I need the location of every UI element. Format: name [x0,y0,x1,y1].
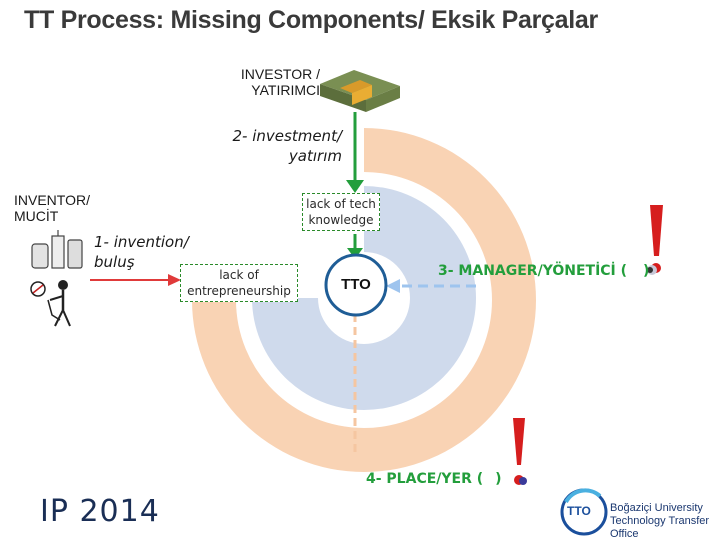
lack-tech-box: lack of tech knowledge [302,193,380,231]
tto-label: TTO [341,276,371,293]
ip-2014-label: IP 2014 [40,494,160,529]
investment-label-line2: yatırım [288,147,342,165]
manager-label-text: 3- MANAGER/YÖNETİCİ ( [438,263,628,279]
tto-circle [324,253,388,317]
investor-label-line2: YATIRIMCI [251,82,320,98]
tto-logo-icon [560,488,608,536]
inventor-label-line2: MUCİT [14,208,59,224]
page-title: TT Process: Missing Components/ Eksik Pa… [24,6,598,34]
investment-label: 2- investment/ yatırım [196,126,342,166]
investment-label-line1: 2- investment/ [232,127,342,145]
place-label-close: ) [495,471,502,487]
invention-label: 1- invention/ buluş [94,232,189,272]
invention-label-line1: 1- invention/ [94,233,189,251]
manager-arrow-head [386,279,400,293]
logo-text: Boğaziçi University Technology Transfer … [610,502,720,541]
lab-equipment-icon [31,230,83,269]
inventor-label-line1: INVENTOR/ [14,192,90,208]
inventor-figure-icon [30,280,71,327]
lack-entrepreneurship-line2: entrepreneurship [187,284,291,298]
manager-person-icon [647,265,657,275]
place-person-icon [519,477,527,485]
manager-label-close: ) [643,263,650,279]
lack-entrepreneurship-line1: lack of [219,268,259,282]
place-exclamation-icon [513,418,525,485]
place-label-text: 4- PLACE/YER ( [366,471,484,487]
manager-label: 3- MANAGER/YÖNETİCİ () [438,263,649,279]
tech-arrow-head [347,248,363,259]
logo-line1: Boğaziçi University [610,502,703,514]
invention-arrow-head [168,274,181,286]
lack-tech-line1: lack of tech [306,197,376,211]
place-label: 4- PLACE/YER () [366,471,502,487]
lack-entrepreneurship-box: lack of entrepreneurship [180,264,298,302]
logo-badge: TTO [567,504,591,518]
inventor-label: INVENTOR/ MUCİT [14,192,90,224]
inner-ring [252,186,476,410]
logo-line2: Technology Transfer Office [610,515,710,540]
investment-arrow-head [346,180,364,193]
lack-tech-line2: knowledge [308,213,374,227]
investor-label: INVESTOR / YATIRIMCI [220,66,320,98]
investor-label-line1: INVESTOR / [240,66,320,82]
invention-label-line2: buluş [94,253,135,271]
manager-exclamation-icon [650,205,663,273]
